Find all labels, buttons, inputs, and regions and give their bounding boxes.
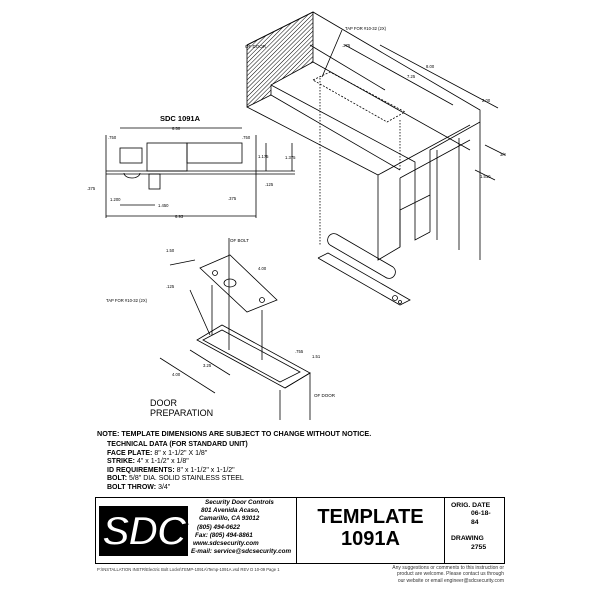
dim-d: 2.00	[482, 98, 491, 103]
tech-key: FACE PLATE:	[107, 449, 153, 457]
dim-right-offset: .750	[242, 135, 251, 140]
technical-drawing: OF DOOR TAP FOR #10-32 (2X) .375 7.25 8.…	[87, 11, 506, 420]
dim-plate: .125	[265, 182, 274, 187]
address-line: Camarillo, CA 93012	[199, 515, 260, 523]
tech-key: ID REQUIREMENTS:	[107, 466, 175, 474]
email-link[interactable]: E-mail: service@sdcsecurity.com	[191, 548, 292, 556]
drawing-meta: ORIG. DATE 06-18-84 DRAWING 2755	[445, 498, 504, 563]
dim-t: .125	[166, 284, 175, 289]
title-line-2: 1091A	[341, 528, 400, 550]
dim-a: .375	[342, 43, 351, 48]
orig-date-label: ORIG. DATE	[451, 502, 491, 509]
drawing-number: 2755	[471, 543, 487, 551]
address-line: (805) 494-0622	[197, 523, 241, 531]
tech-row: STRIKE: 4" x 1-1/2" x 1/8"	[107, 458, 248, 467]
side-view-title: SDC 1091A	[160, 114, 201, 123]
dim-overall-top: 6.50	[172, 126, 181, 131]
side-view: SDC 1091A 6.50 .750 .750 1.175 1.375 .12…	[87, 114, 296, 219]
orig-date-value: 06-18-84	[471, 510, 491, 526]
tech-key: BOLT:	[107, 475, 128, 483]
dim-p1: 3.25	[203, 363, 212, 368]
tech-row: BOLT: 5/8" DIA. SOLID STAINLESS STEEL	[107, 475, 248, 484]
sdc-logo: SDC	[96, 498, 191, 563]
dim-left-offset: .750	[108, 135, 117, 140]
dim-h2: 1.375	[285, 155, 296, 160]
dim-right-small: .375	[228, 196, 237, 201]
dim-d2: 1.450	[158, 203, 169, 208]
tech-row: ID REQUIREMENTS: 8" x 1-1/2" x 1-1/2"	[107, 467, 248, 476]
tech-key: STRIKE:	[107, 458, 135, 466]
tech-row: FACE PLATE: 8" x 1-1/2" X 1/8"	[107, 450, 248, 459]
dim-l: 4.00	[258, 266, 267, 271]
template-note: NOTE: TEMPLATE DIMENSIONS ARE SUBJECT TO…	[97, 429, 372, 438]
contact-line: Any suggestions or comments to this inst…	[392, 565, 504, 571]
dim-e: 3/4	[500, 152, 506, 157]
company-address: Security Door Controls 801 Avenida Acaso…	[191, 498, 297, 563]
title-block: SDC Security Door Controls 801 Avenida A…	[95, 497, 505, 564]
file-path: P:\INSTALLATION INSTR\Electric Bolt Lock…	[97, 567, 280, 572]
dim-overall: 6.93	[175, 214, 184, 219]
address-line: Security Door Controls	[205, 499, 274, 506]
address-line: 801 Avenida Acaso,	[201, 507, 260, 515]
tech-value: 8" x 1-1/2" x 1-1/2"	[174, 466, 235, 474]
tech-value: 4" x 1-1/2" x 1/8"	[135, 458, 189, 466]
dim-b: 7.25	[407, 74, 416, 79]
tech-key: BOLT THROW:	[107, 483, 157, 491]
bolt-assembly	[317, 233, 411, 306]
tech-row: BOLT THROW: 3/4"	[107, 484, 248, 493]
dim-left-small: .375	[87, 186, 96, 191]
dim-h1: 1.175	[258, 154, 269, 159]
template-title: TEMPLATE 1091A	[297, 498, 445, 563]
tap-label: TAP FOR #10-32 (2X)	[345, 26, 387, 31]
caption-door: DOOR	[150, 398, 178, 408]
caption-preparation: PREPARATION	[150, 408, 213, 418]
dim-w: 1.50	[166, 248, 175, 253]
tech-value: 5/8" DIA. SOLID STAINLESS STEEL	[127, 475, 244, 483]
title-line-1: TEMPLATE	[317, 506, 424, 528]
address-line: Fax: (805) 494-8861	[195, 531, 253, 539]
tap-label-2: TAP FOR #10-32 (2X)	[106, 298, 148, 303]
website-link[interactable]: www.sdcsecurity.com	[193, 540, 259, 548]
tech-heading: TECHNICAL DATA (FOR STANDARD UNIT)	[107, 441, 248, 448]
drawing-label: DRAWING	[451, 535, 484, 543]
contact-line: product are welcome. Please contact us t…	[396, 571, 504, 578]
dim-f: 1.510	[480, 174, 491, 179]
technical-data: TECHNICAL DATA (FOR STANDARD UNIT) FACE …	[107, 441, 248, 493]
dim-p4: 1.51	[312, 354, 321, 359]
contact-line: our website or email engineer@sdcsecurit…	[397, 577, 504, 584]
dim-p3: .755	[295, 349, 304, 354]
centerline-door-label: OF DOOR	[245, 44, 267, 49]
cl-bolt-label: OF BOLT	[230, 238, 249, 243]
isometric-frame-view: OF DOOR TAP FOR #10-32 (2X) .375 7.25 8.…	[245, 11, 506, 261]
contact-note: Any suggestions or comments to this inst…	[392, 565, 504, 584]
logo-text: SDC	[99, 505, 188, 556]
cl-door-label-2: OF DOOR	[314, 393, 336, 398]
tech-value: 3/4"	[156, 483, 171, 491]
dim-c: 8.00	[426, 64, 435, 69]
dim-p2: 4.00	[172, 372, 181, 377]
tech-value: 8" x 1-1/2" X 1/8"	[152, 449, 208, 457]
dim-d1: 1.200	[110, 197, 121, 202]
door-preparation-view: OF BOLT 1.50 4.00 .125 TAP FOR #10-32 (2…	[106, 238, 336, 420]
